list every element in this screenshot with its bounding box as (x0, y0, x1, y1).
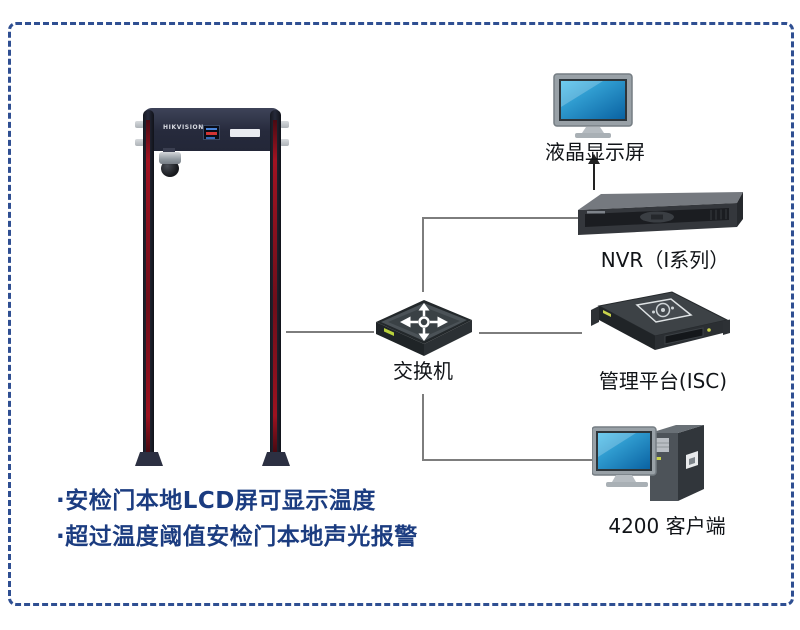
camera-dome-icon (161, 160, 179, 177)
network-switch-icon (376, 300, 472, 356)
nvr-label: NVR（I系列） (600, 248, 730, 272)
gate-side-knob-icon (135, 121, 144, 128)
client-label: 4200 客户端 (608, 514, 726, 538)
note-line-2: ·超过温度阈值安检门本地声光报警 (56, 524, 418, 550)
line-switch-up-vertical (422, 218, 424, 292)
gate-foot (262, 452, 290, 466)
up-arrow-icon (588, 154, 600, 164)
gate-lcd-display (203, 125, 220, 140)
camera-mount (163, 148, 175, 153)
lcd-monitor-icon (553, 73, 633, 138)
line-switch-down-vertical (422, 394, 424, 460)
gate-side-knob-icon (280, 121, 289, 128)
server-platform-icon (591, 291, 730, 350)
switch-label: 交换机 (393, 359, 453, 383)
lcd-blue-bar (206, 128, 217, 130)
security-gate-icon: HIKVISION (130, 105, 302, 475)
gate-brand-label: HIKVISION (163, 124, 204, 131)
gate-right-pillar (270, 110, 281, 456)
line-gate-to-switch (286, 331, 374, 333)
note-line-1: ·安检门本地LCD屏可显示温度 (56, 488, 376, 514)
lcd-blue-bar (206, 137, 215, 139)
gate-side-knob-icon (135, 139, 144, 146)
gate-white-tag (230, 129, 260, 137)
lcd-red-readout (206, 132, 217, 135)
nvr-device-icon (578, 192, 743, 235)
dashed-border-frame (8, 22, 794, 606)
monitor-label: 液晶显示屏 (545, 140, 645, 164)
up-arrow-icon (593, 163, 595, 190)
isc-label: 管理平台(ISC) (598, 369, 728, 393)
desktop-pc-icon (592, 425, 704, 501)
line-to-nvr (422, 217, 578, 219)
camera-body-icon (159, 152, 181, 164)
gate-side-knob-icon (280, 139, 289, 146)
line-to-isc (479, 332, 582, 334)
gate-header-panel: HIKVISION (143, 108, 281, 151)
gate-foot (135, 452, 163, 466)
line-to-client (422, 459, 598, 461)
gate-left-pillar (143, 110, 154, 456)
